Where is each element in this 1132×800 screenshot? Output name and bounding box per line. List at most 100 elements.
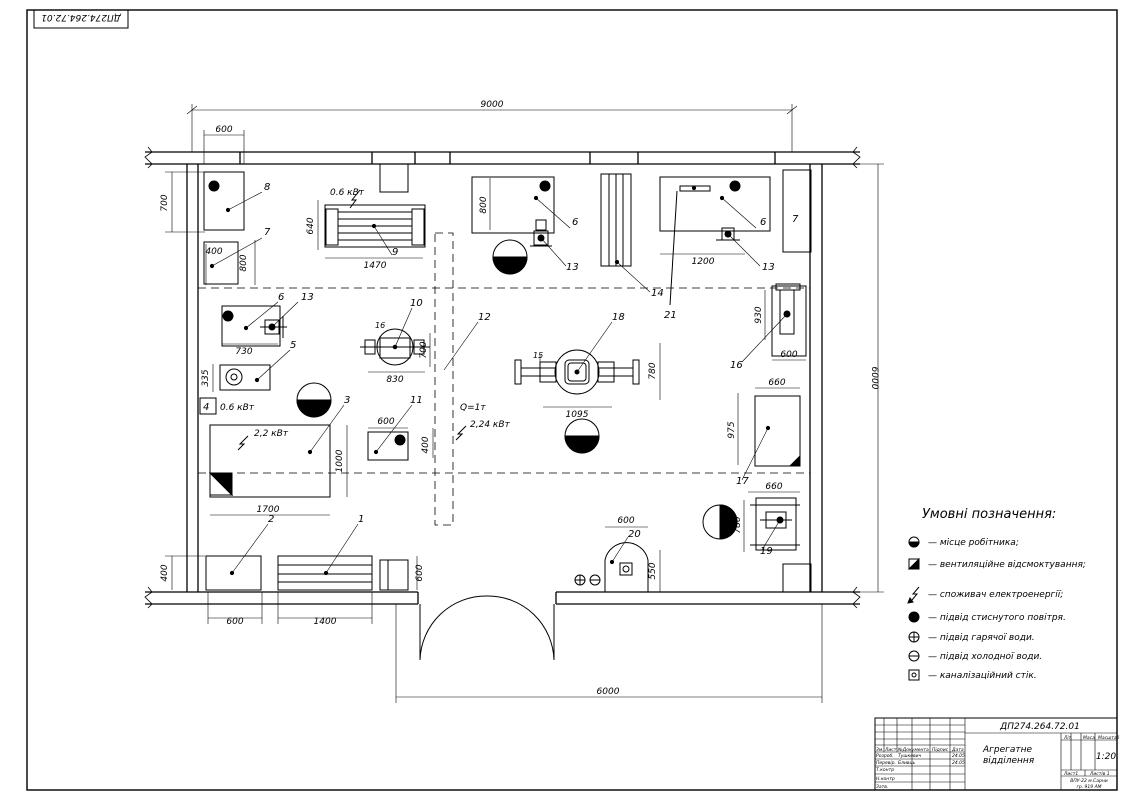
worker-place-icon — [296, 382, 332, 418]
dim-640: 640 — [306, 217, 316, 234]
dim-400: 400 — [205, 247, 222, 257]
sheet-frame — [26, 9, 1118, 791]
label-1: 1 — [358, 514, 364, 525]
tb-tkontr: Т.контр — [876, 767, 894, 773]
entrance-door — [419, 595, 555, 661]
label-15: 15 — [533, 351, 543, 360]
label-7b: 7 — [792, 214, 799, 225]
label-6c: 6 — [760, 217, 766, 228]
tb-sheet: Лист1 — [1063, 771, 1078, 777]
leader-lines — [211, 191, 788, 574]
air-supply-icon — [729, 180, 741, 192]
label-14: 14 — [651, 288, 664, 299]
label-11: 11 — [410, 395, 423, 406]
dim-660-19: 660 — [765, 482, 782, 492]
walls — [144, 146, 861, 609]
dim-400-11: 400 — [421, 436, 431, 453]
dim-830: 830 — [386, 375, 403, 385]
label-8: 8 — [264, 182, 270, 193]
dim-780: 780 — [648, 362, 658, 379]
label-12: 12 — [478, 312, 491, 323]
label-2: 2 — [268, 514, 274, 525]
label-6a: 6 — [278, 292, 284, 303]
tb-rozrob: Розроб. — [876, 753, 894, 759]
drain-icon — [908, 669, 920, 681]
equip-1 — [277, 555, 373, 591]
dim-1200: 1200 — [692, 257, 715, 267]
equip-2 — [205, 555, 262, 591]
electric-consumer-icon — [349, 189, 361, 209]
legend-item-ventilation: — вентиляційне відсмоктування; — [928, 560, 1086, 570]
equip-7-left — [203, 241, 239, 285]
equipment — [199, 171, 807, 593]
dashed-axes — [198, 287, 810, 474]
top-stamp-box — [33, 9, 129, 29]
worker-place-icon — [492, 239, 528, 275]
dim-550: 550 — [648, 562, 658, 579]
legend-item-drain: — каналізаційний стік. — [928, 671, 1037, 681]
tb-hdr-sign: Підпис — [932, 747, 949, 753]
equip-6-mid — [221, 305, 281, 347]
label-18: 18 — [612, 312, 625, 323]
label-4: 4 — [203, 402, 209, 413]
tb-sheets: Листів 1 — [1089, 771, 1110, 777]
legend: Умовні позначення: — місце робітника; — … — [907, 507, 1086, 681]
power-3: 2,2 кВт — [254, 429, 289, 439]
label-9: 9 — [392, 247, 398, 258]
top-stamp-code: ДП274.264.72.01 — [41, 12, 122, 22]
dim-600-20: 600 — [617, 516, 634, 526]
equip-5 — [219, 364, 271, 391]
legend-title: Умовні позначення: — [922, 507, 1056, 522]
tb-pereviv: Перевір. — [876, 760, 896, 766]
air-supply-icon — [208, 180, 220, 192]
ventilation-icon — [907, 557, 920, 570]
label-10: 10 — [410, 298, 423, 309]
label-6b: 6 — [572, 217, 578, 228]
equip-17 — [754, 395, 801, 467]
label-3: 3 — [344, 395, 350, 406]
load-12: Q=1т — [460, 403, 486, 413]
dim-700: 700 — [160, 194, 170, 211]
tb-hdr-doc: №Документа — [897, 747, 929, 753]
dim-1400: 1400 — [314, 617, 337, 627]
dim-600-b1: 600 — [226, 617, 243, 627]
equip-13-mid — [260, 316, 287, 338]
equip-6-right — [659, 176, 771, 232]
tb-org-1: ВПУ-22 м.Сарни — [1070, 778, 1108, 784]
tb-hdr-izm: Зм. — [876, 747, 884, 753]
power-5: 0.6 кВт — [220, 403, 255, 413]
tb-zatv: Затв. — [876, 784, 888, 790]
dim-400-bl: 400 — [160, 564, 170, 581]
sink — [379, 559, 409, 591]
dim-1470: 1470 — [364, 261, 387, 271]
dim-1000: 1000 — [335, 449, 345, 472]
dim-600-1: 600 — [415, 564, 425, 581]
crane-beam-12 — [434, 232, 454, 526]
legend-item-cold-water: — підвід холодної води. — [928, 652, 1042, 662]
legend-item-worker: — місце робітника; — [928, 538, 1019, 548]
tb-pereviv-date: 24.05 — [952, 760, 965, 766]
air-supply-icon — [222, 310, 234, 322]
drawing-text: 9000 600 6000 6000 700 400 800 640 1470 … — [160, 100, 879, 697]
worker-place-icon — [702, 504, 738, 540]
dim-930: 930 — [754, 306, 764, 323]
dim-1700: 1700 — [257, 505, 280, 515]
label-21: 21 — [664, 310, 677, 321]
equip-19 — [750, 497, 800, 551]
tb-col-mass: Маса — [1083, 735, 1095, 741]
label-7a: 7 — [264, 227, 271, 238]
tb-nkontr: Н.контр — [876, 776, 895, 782]
equip-18 — [514, 349, 640, 395]
equip-8 — [203, 171, 245, 231]
label-20: 20 — [628, 529, 641, 540]
dim-1095: 1095 — [566, 410, 589, 420]
electric-consumer-icon — [455, 425, 467, 441]
label-19: 19 — [760, 546, 773, 557]
air-supply-icon — [908, 611, 920, 623]
label-17: 17 — [736, 476, 749, 487]
dim-660: 660 — [768, 378, 785, 388]
worker-place-icon — [564, 418, 600, 454]
equip-20 — [604, 542, 649, 593]
worker-places — [296, 239, 738, 540]
